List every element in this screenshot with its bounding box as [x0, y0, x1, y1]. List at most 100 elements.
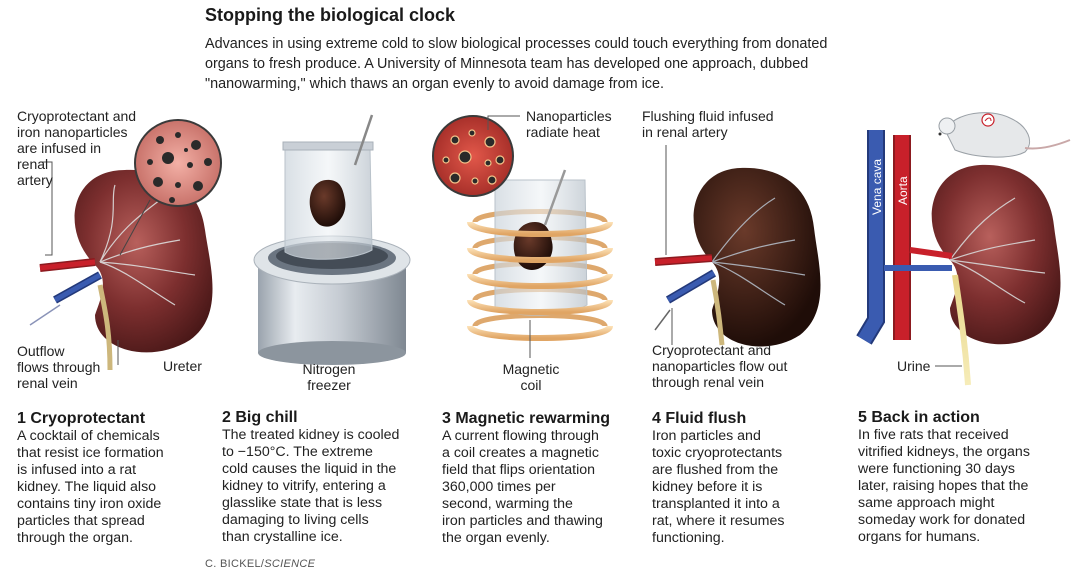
- step-body: Iron particles and toxic cryoprotectants…: [652, 428, 842, 547]
- step-line: Iron particles and: [652, 428, 761, 444]
- step-heading: 2 Big chill: [222, 409, 298, 426]
- ureter-5: [952, 274, 971, 386]
- step-heading: 5 Back in action: [858, 409, 980, 426]
- flow-arrows-1: [99, 184, 196, 306]
- ureter-1: [97, 284, 113, 371]
- credit-author: C. BICKEL/: [205, 558, 265, 570]
- label-line: Cryoprotectant and: [652, 342, 772, 358]
- flow-arrows-4: [711, 197, 806, 306]
- step-line: field that flips orientation: [442, 462, 596, 478]
- step-line: someday work for donated: [858, 512, 1026, 528]
- step-line: kidney before it is: [652, 479, 763, 495]
- label-line: Nanoparticles: [526, 108, 612, 124]
- step-heading: 3 Magnetic rewarming: [442, 410, 611, 427]
- label-line: through renal vein: [652, 374, 765, 390]
- label-flushing-fluid: Flushing fluid infused in renal artery: [642, 108, 774, 140]
- label-line: Cryoprotectant and: [17, 108, 137, 124]
- label-cryo-flow-out: Cryoprotectant and nanoparticles flow ou…: [652, 342, 787, 390]
- vena-cava: [856, 130, 885, 345]
- step-line: same approach might: [858, 495, 995, 511]
- label-line: Outflow: [17, 343, 65, 359]
- step-line: is infused into a rat: [17, 462, 137, 478]
- leader-nano: [487, 115, 520, 130]
- step-line: damaging to living cells: [222, 512, 369, 528]
- artery-4: [654, 254, 713, 266]
- step-line: toxic cryoprotectants: [652, 445, 783, 461]
- magnifier-3: [432, 115, 514, 197]
- step-line: kidney. The liquid also: [17, 479, 157, 495]
- label-line: renal: [17, 156, 49, 172]
- step-line: transplanted it into a: [652, 496, 780, 512]
- label-outflow: Outflow flows through renal vein: [17, 343, 100, 391]
- step-line: than crystalline ice.: [222, 529, 343, 545]
- warming-bag: [494, 169, 588, 316]
- label-nitrogen-freezer: Nitrogen freezer: [300, 361, 358, 393]
- label-line: artery: [17, 172, 53, 188]
- frozen-bag: [282, 114, 374, 260]
- label-line: radiate heat: [526, 124, 600, 140]
- step-5: 5 Back in action In five rats that recei…: [858, 409, 1073, 546]
- step-line: are flushed from the: [652, 462, 779, 478]
- step-body: The treated kidney is cooled to −150°C. …: [222, 427, 432, 546]
- page-title: Stopping the biological clock: [205, 5, 456, 25]
- step-line: cold causes the liquid in the: [222, 461, 397, 477]
- kidney-1: [74, 169, 213, 353]
- step-heading: 4 Fluid flush: [652, 410, 747, 427]
- label-magnetic-coil: Magnetic coil: [500, 361, 562, 393]
- label-ureter: Ureter: [163, 358, 202, 374]
- label-line: in renal artery: [642, 124, 728, 140]
- credit-source: SCIENCE: [264, 558, 316, 570]
- label-line: Nitrogen: [302, 361, 356, 377]
- step-line: A cocktail of chemicals: [17, 428, 160, 444]
- step-line: The treated kidney is cooled: [222, 427, 400, 443]
- step-line: rat, where it resumes: [652, 513, 785, 529]
- label-line: Flushing fluid infused: [642, 108, 774, 124]
- label-vena-cava: Vena cava: [870, 158, 884, 215]
- credit-line: C. BICKEL/SCIENCE: [205, 558, 315, 570]
- label-line: freezer: [307, 377, 351, 393]
- step-line: In five rats that received: [858, 427, 1009, 443]
- step-line: through the organ.: [17, 530, 133, 546]
- coil-front: [467, 220, 613, 341]
- renal-vessels-5: [884, 247, 953, 271]
- kidney-4: [693, 167, 821, 347]
- kidney-5: [931, 164, 1061, 345]
- label-line: iron nanoparticles: [17, 124, 128, 140]
- step-3: 3 Magnetic rewarming A current flowing t…: [442, 410, 642, 547]
- label-cryo-infused: Cryoprotectant and iron nanoparticles ar…: [17, 108, 136, 188]
- label-line: nanoparticles flow out: [652, 358, 788, 374]
- step-line: to −150°C. The extreme: [222, 444, 373, 460]
- step-line: were functioning 30 days: [858, 461, 1015, 477]
- label-aorta: Aorta: [896, 176, 910, 205]
- rat: [938, 112, 1071, 158]
- step-line: A current flowing through: [442, 428, 599, 444]
- label-nano-radiate: Nanoparticles radiate heat: [526, 108, 612, 140]
- step-body: A current flowing through a coil creates…: [442, 428, 642, 547]
- label-urine: Urine: [897, 358, 931, 374]
- step-line: vitrified kidneys, the organs: [858, 444, 1030, 460]
- label-line: coil: [520, 377, 542, 393]
- label-line: Magnetic: [502, 361, 560, 377]
- step-line: glasslike state that is less: [222, 495, 383, 511]
- step-line: contains tiny iron oxide: [17, 496, 162, 512]
- vein-4: [654, 269, 717, 331]
- step-line: 360,000 times per: [442, 479, 556, 495]
- step-line: that resist ice formation: [17, 445, 164, 461]
- step-body: A cocktail of chemicals that resist ice …: [17, 428, 212, 547]
- step-2: 2 Big chill The treated kidney is cooled…: [222, 409, 432, 546]
- step-line: organs for humans.: [858, 529, 981, 545]
- artery-1: [39, 258, 96, 272]
- vein-1: [29, 271, 102, 326]
- flow-arrows-5: [949, 197, 1046, 304]
- step-body: In five rats that received vitrified kid…: [858, 427, 1073, 546]
- step-line: a coil creates a magnetic: [442, 445, 599, 461]
- ureter-4: [710, 279, 725, 346]
- leader-cryo: [40, 161, 53, 256]
- step-heading: 1 Cryoprotectant: [17, 410, 146, 427]
- step-line: functioning.: [652, 530, 725, 546]
- intro-paragraph: Advances in using extreme cold to slow b…: [205, 36, 828, 92]
- step-1: 1 Cryoprotectant A cocktail of chemicals…: [17, 410, 212, 547]
- step-line: particles that spread: [17, 513, 145, 529]
- step-line: second, warming the: [442, 496, 573, 512]
